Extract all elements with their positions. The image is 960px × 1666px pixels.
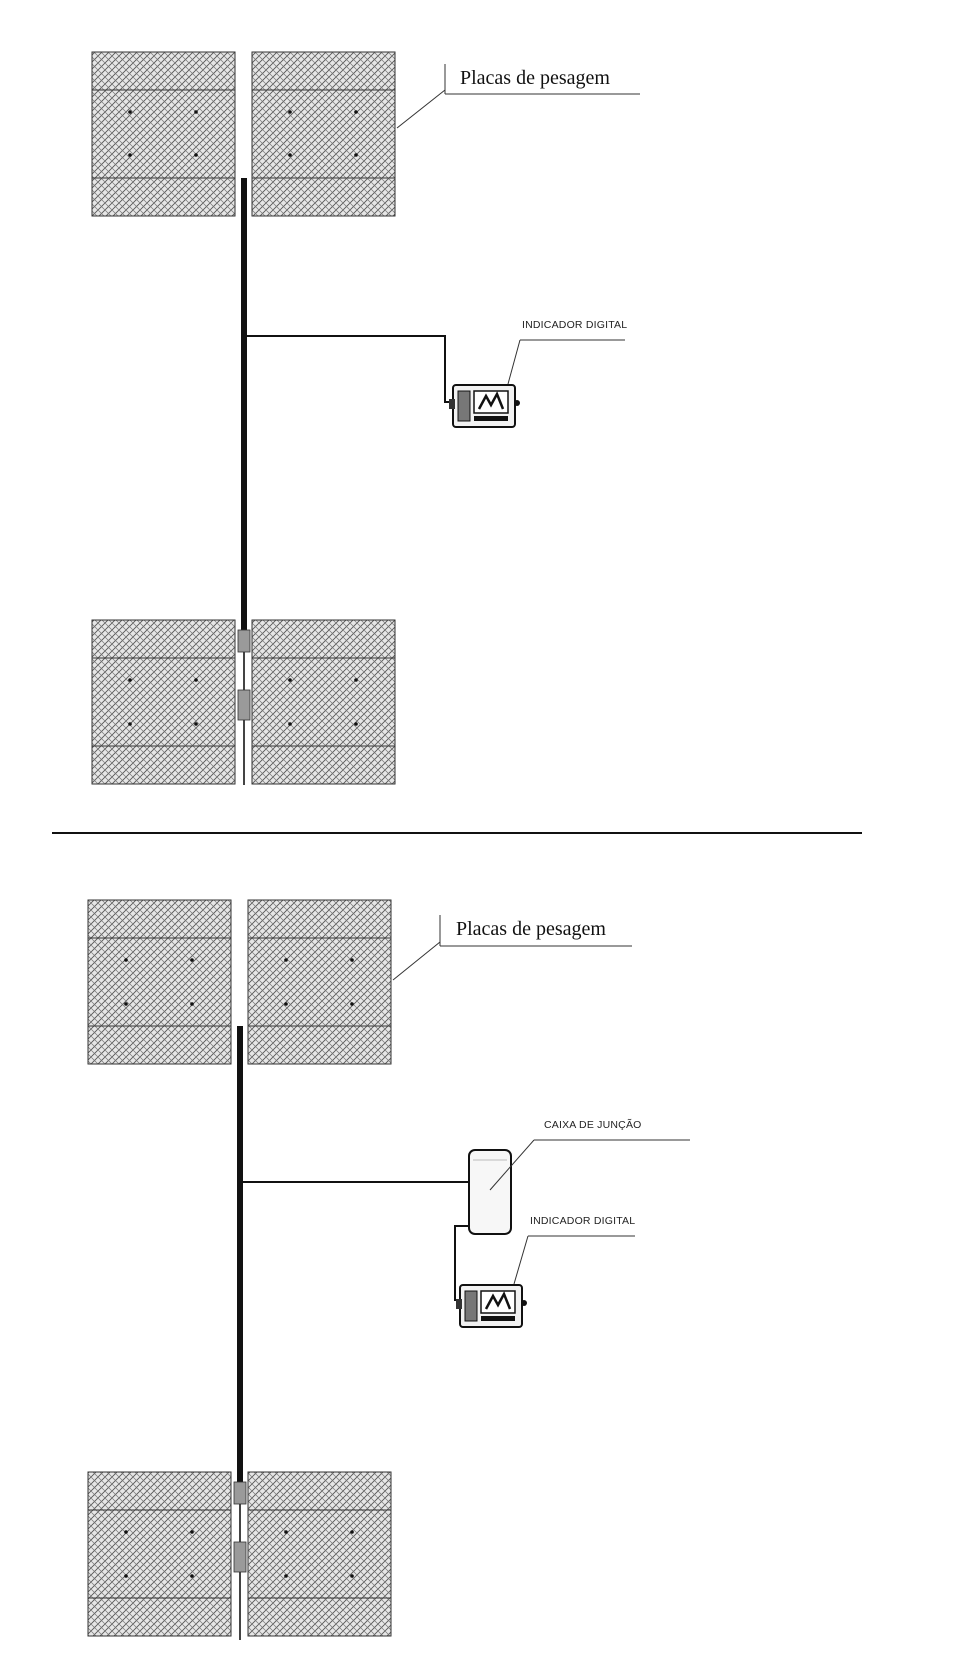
- junction-box-label-callout: CAIXA DE JUNÇÃO: [489, 1118, 690, 1191]
- plates-label-callout: Placas de pesagem: [396, 64, 640, 129]
- main-cable: [241, 178, 247, 630]
- indicator-cable: [247, 335, 460, 403]
- weighing-plate-icon: [251, 619, 396, 785]
- weighing-plate-icon: [87, 899, 232, 1065]
- digital-indicator-icon: [449, 384, 520, 428]
- indicator-label-callout: INDICADOR DIGITAL: [507, 319, 627, 385]
- plates-label: Placas de pesagem: [460, 67, 610, 89]
- diagram-bottom: Placas de pesagem CAIXA DE JUNÇÃO: [87, 899, 690, 1640]
- indicator-label: INDICADOR DIGITAL: [530, 1215, 635, 1227]
- junction-box-label: CAIXA DE JUNÇÃO: [544, 1118, 642, 1131]
- weighing-plate-icon: [251, 51, 396, 217]
- junction-box-icon: [468, 1149, 512, 1235]
- indicator-label: INDICADOR DIGITAL: [522, 319, 627, 331]
- plates-label-callout: Placas de pesagem: [392, 915, 632, 981]
- diagram-top: Placas de pesagem INDICADOR DIGITAL: [91, 51, 640, 785]
- digital-indicator-icon: [456, 1284, 527, 1328]
- weighing-plate-icon: [87, 1471, 232, 1637]
- weighing-plate-icon: [91, 51, 236, 217]
- indicator-label-callout: INDICADOR DIGITAL: [513, 1215, 635, 1285]
- weighing-plate-icon: [247, 899, 392, 1065]
- weighing-plate-icon: [247, 1471, 392, 1637]
- weighing-plate-icon: [91, 619, 236, 785]
- main-cable: [237, 1026, 243, 1482]
- plates-label: Placas de pesagem: [456, 918, 606, 940]
